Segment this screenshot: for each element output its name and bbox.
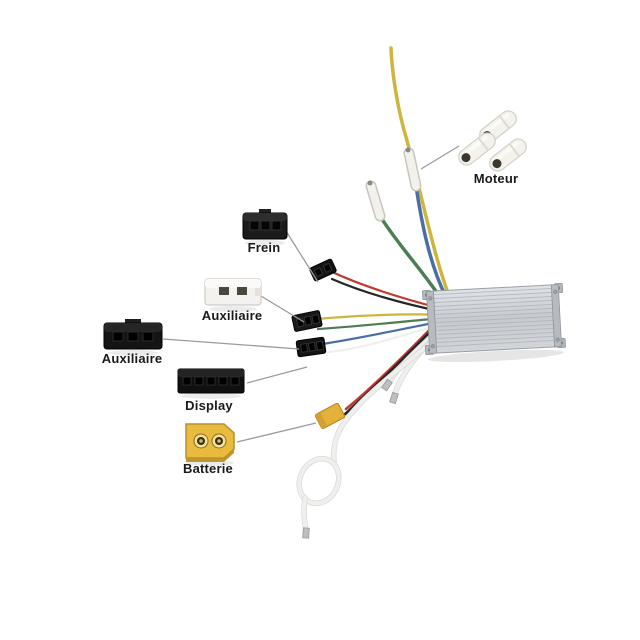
frein-label: Frein <box>248 240 281 255</box>
auxiliaire-white-label: Auxiliaire <box>202 308 263 323</box>
inline-connector-aux <box>291 310 323 332</box>
signal-wire-yellow <box>314 313 445 321</box>
callout-frein <box>285 230 319 283</box>
moteur-label: Moteur <box>474 171 519 186</box>
xt60-socket-right <box>211 433 227 449</box>
motor-wire-blue <box>414 184 448 299</box>
bullet-terminal-green <box>365 180 386 222</box>
callout-moteur <box>420 145 460 170</box>
cable-tip-1 <box>381 378 393 392</box>
inline-connector-battery <box>314 402 346 430</box>
white-cable-loop-top <box>297 456 341 506</box>
batterie-label: Batterie <box>183 461 233 476</box>
white-cable-loop-out-top <box>301 496 308 532</box>
cable-tip-2 <box>389 391 399 405</box>
motor-bullet-2 <box>458 132 496 166</box>
cable-tip-3 <box>302 527 310 539</box>
xt60-socket-left <box>193 433 209 449</box>
motor-wire-yellow <box>389 46 450 295</box>
signal-wire-green <box>316 316 445 331</box>
motor-bullet-3 <box>489 138 527 172</box>
white-cable-loop-in-top <box>331 331 445 463</box>
callout-display <box>246 366 308 384</box>
callout-batterie <box>236 422 317 443</box>
bullet-terminal-blue <box>403 147 422 192</box>
auxiliaire-black-label: Auxiliaire <box>102 351 163 366</box>
display-connector <box>177 368 245 399</box>
callout-lines <box>162 145 460 443</box>
motor-wire-green <box>378 214 446 305</box>
motor-bullet-connectors <box>458 110 527 172</box>
controller-box <box>422 283 566 363</box>
callout-auxiliaire-white <box>260 295 305 323</box>
inline-connector-display <box>295 336 327 358</box>
inline-connector-brake <box>309 258 337 282</box>
callout-auxiliaire-black <box>162 338 300 350</box>
display-label: Display <box>185 398 233 413</box>
auxiliaire-white-connector <box>204 278 262 312</box>
auxiliaire-black-connector <box>103 319 163 356</box>
batterie-connector <box>185 423 235 466</box>
frein-connector <box>242 209 288 246</box>
